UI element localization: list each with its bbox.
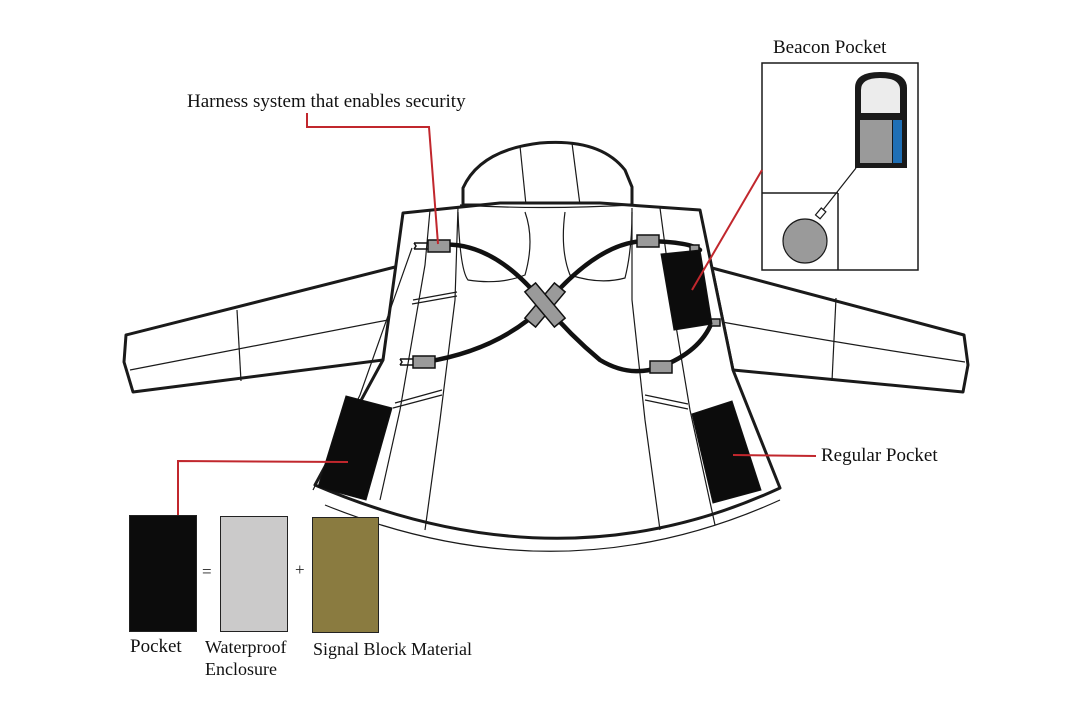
waterproof-swatch xyxy=(220,516,288,632)
callout-lines xyxy=(177,113,817,517)
harness-label: Harness system that enables security xyxy=(187,91,466,112)
beacon-pocket-label: Beacon Pocket xyxy=(773,37,887,58)
plus-sign: + xyxy=(295,560,305,579)
beacon-device xyxy=(855,72,907,168)
beacon-pocket-shape xyxy=(660,249,713,331)
right-pocket-shape xyxy=(691,400,762,504)
equals-sign: = xyxy=(202,562,212,581)
regular-pocket-label: Regular Pocket xyxy=(821,445,938,466)
signal-block-swatch xyxy=(312,517,379,633)
right-sleeve-seams xyxy=(721,297,966,382)
signal-block-legend-label: Signal Block Material xyxy=(313,639,472,659)
harness-cross-buckle xyxy=(523,281,567,329)
waterproof-legend-label-line1: Waterproof xyxy=(205,637,287,657)
harness-buckles xyxy=(412,234,721,374)
left-sleeve-seams xyxy=(129,309,389,382)
harness-callout-line xyxy=(306,113,439,245)
pocket-swatch xyxy=(129,515,197,632)
pocket-legend-label: Pocket xyxy=(130,636,182,657)
regular-pocket-callout-line xyxy=(732,454,817,457)
harness-clips xyxy=(399,242,428,366)
beacon-callout-line xyxy=(691,169,763,291)
beacon-tag xyxy=(782,167,857,264)
waterproof-legend-label-line2: Enclosure xyxy=(205,659,277,679)
left-pocket-shape xyxy=(317,395,393,501)
left-sleeve xyxy=(122,263,405,394)
hood xyxy=(461,140,634,207)
jacket-body xyxy=(313,201,782,540)
left-pocket-callout-line xyxy=(177,459,349,517)
right-sleeve xyxy=(710,266,970,394)
hood-seams xyxy=(519,142,581,206)
